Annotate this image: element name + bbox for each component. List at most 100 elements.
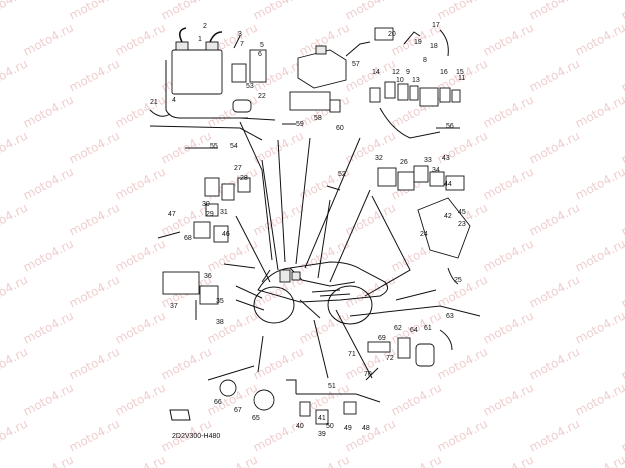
callout-72: 72 xyxy=(386,355,394,362)
callout-23: 23 xyxy=(458,221,466,228)
callout-19: 19 xyxy=(414,39,422,46)
watermark-text: moto4.ru xyxy=(343,128,398,166)
watermark-text: moto4.ru xyxy=(481,380,536,418)
watermark-text: moto4.ru xyxy=(619,272,625,310)
callout-64: 64 xyxy=(410,327,418,334)
watermark-text: moto4.ru xyxy=(619,56,625,94)
callout-26: 26 xyxy=(400,159,408,166)
watermark-text: moto4.ru xyxy=(21,92,76,130)
watermark-text: moto4.ru xyxy=(297,452,352,468)
callout-65: 65 xyxy=(252,415,260,422)
callout-47: 47 xyxy=(168,211,176,218)
watermark-text: moto4.ru xyxy=(573,452,625,468)
watermark-text: moto4.ru xyxy=(573,164,625,202)
motorcycle-outline xyxy=(253,261,389,325)
watermark-text: moto4.ru xyxy=(481,236,536,274)
watermark-text: moto4.ru xyxy=(0,416,30,454)
callout-69: 69 xyxy=(378,335,386,342)
watermark-text: moto4.ru xyxy=(0,56,30,94)
callout-62: 62 xyxy=(394,325,402,332)
left-relays xyxy=(157,147,251,243)
callout-59: 59 xyxy=(296,121,304,128)
callout-49: 49 xyxy=(344,425,352,432)
callout-43: 43 xyxy=(442,155,450,162)
callout-54: 54 xyxy=(230,143,238,150)
watermark-text: moto4.ru xyxy=(573,380,625,418)
callout-7: 7 xyxy=(240,41,244,48)
callout-10: 10 xyxy=(396,77,404,84)
watermark-text: moto4.ru xyxy=(619,416,625,454)
watermark-text: moto4.ru xyxy=(205,92,260,130)
watermark-text: moto4.ru xyxy=(113,380,168,418)
callout-61: 61 xyxy=(424,325,432,332)
callout-55: 55 xyxy=(210,143,218,150)
watermark-text: moto4.ru xyxy=(343,416,398,454)
watermark-text: moto4.ru xyxy=(481,164,536,202)
callout-60: 60 xyxy=(336,125,344,132)
callout-52: 52 xyxy=(338,171,346,178)
callout-56: 56 xyxy=(446,123,454,130)
relay-cluster xyxy=(369,29,461,139)
watermark-text: moto4.ru xyxy=(481,92,536,130)
watermark-text: moto4.ru xyxy=(435,416,490,454)
watermark-text: moto4.ru xyxy=(0,200,30,238)
callout-11: 11 xyxy=(458,75,465,82)
callout-34: 34 xyxy=(432,167,440,174)
watermark-text: moto4.ru xyxy=(251,200,306,238)
watermark-text: moto4.ru xyxy=(527,416,582,454)
watermark-text: moto4.ru xyxy=(21,380,76,418)
callout-3: 3 xyxy=(238,31,242,38)
watermark-text: moto4.ru xyxy=(0,344,30,382)
watermark-text: moto4.ru xyxy=(67,128,122,166)
watermark-text: moto4.ru xyxy=(527,200,582,238)
watermark-text: moto4.ru xyxy=(21,236,76,274)
callout-5: 5 xyxy=(260,42,264,49)
watermark-text: moto4.ru xyxy=(573,308,625,346)
callout-1: 1 xyxy=(198,36,202,43)
callout-46: 46 xyxy=(222,231,230,238)
callout-44: 44 xyxy=(444,181,452,188)
callout-38: 38 xyxy=(216,319,224,326)
battery-group xyxy=(149,27,276,121)
watermark-text: moto4.ru xyxy=(113,236,168,274)
watermark-text: moto4.ru xyxy=(67,344,122,382)
callout-18: 18 xyxy=(430,43,438,50)
callout-40: 40 xyxy=(296,423,304,430)
callout-13: 13 xyxy=(412,77,420,84)
callout-20: 20 xyxy=(388,31,396,38)
watermark-text: moto4.ru xyxy=(343,0,398,23)
callout-37: 37 xyxy=(170,303,178,310)
callout-33: 33 xyxy=(424,157,432,164)
callout-39: 39 xyxy=(318,431,326,438)
watermark-text: moto4.ru xyxy=(435,344,490,382)
watermark-text: moto4.ru xyxy=(527,344,582,382)
watermark-text: moto4.ru xyxy=(435,272,490,310)
watermark-text: moto4.ru xyxy=(573,20,625,58)
callout-24: 24 xyxy=(420,231,428,238)
leader-lines xyxy=(149,121,437,394)
callout-57: 57 xyxy=(352,61,360,68)
callout-63: 63 xyxy=(446,313,454,320)
callout-31: 31 xyxy=(220,209,228,216)
watermark-text: moto4.ru xyxy=(481,452,536,468)
watermark-text: moto4.ru xyxy=(527,272,582,310)
watermark-text: moto4.ru xyxy=(0,272,30,310)
watermark-text: moto4.ru xyxy=(21,452,76,468)
callout-17: 17 xyxy=(432,22,440,29)
watermark-text: moto4.ru xyxy=(113,452,168,468)
watermark-text: moto4.ru xyxy=(205,452,260,468)
callout-66: 66 xyxy=(214,399,222,406)
watermark-text: moto4.ru xyxy=(619,128,625,166)
callout-53: 53 xyxy=(246,83,254,90)
callout-41: 41 xyxy=(318,415,326,422)
watermark-text: moto4.ru xyxy=(21,308,76,346)
watermark-text: moto4.ru xyxy=(527,56,582,94)
watermark-text: moto4.ru xyxy=(481,20,536,58)
callout-12: 12 xyxy=(392,69,400,76)
callout-58: 58 xyxy=(314,115,322,122)
fuse-box-group xyxy=(282,27,394,125)
callout-9: 9 xyxy=(406,69,410,76)
callout-36: 36 xyxy=(204,273,212,280)
